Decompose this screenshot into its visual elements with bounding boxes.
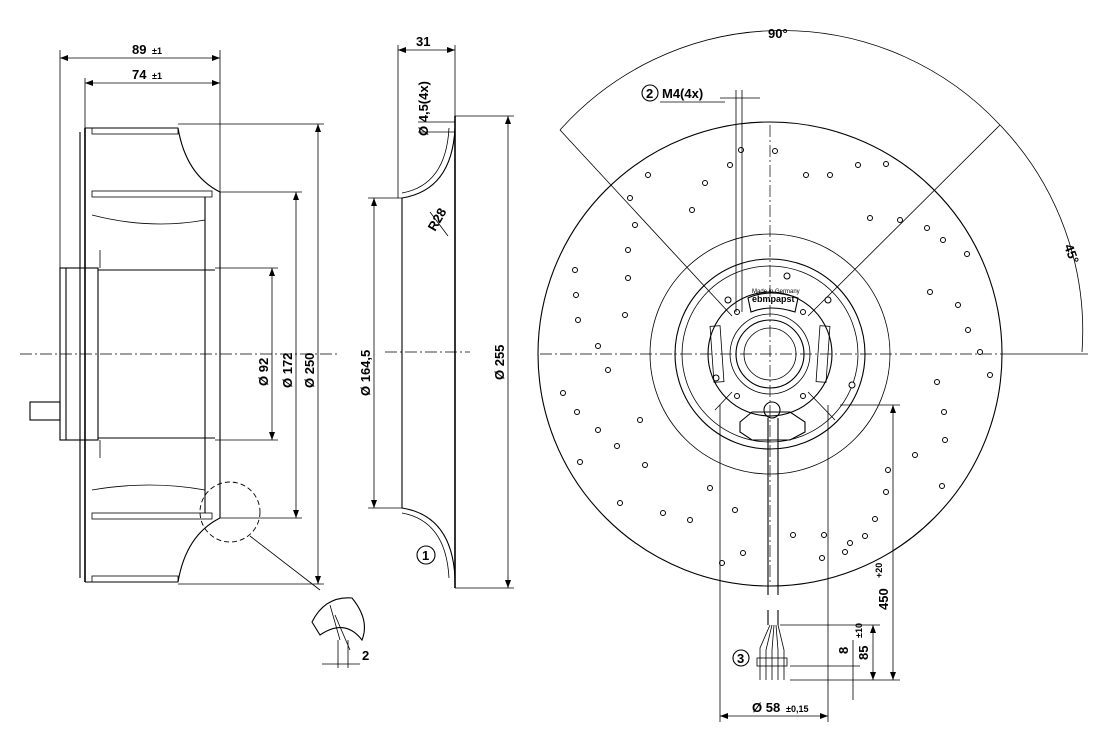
thread-m4: M4(4x) [662,86,703,101]
brand-label: ebmpapst [752,294,795,304]
gap-2-label: 2 [362,648,369,663]
hole-dia: Ø 4,5(4x) [416,81,431,136]
len-8: 8 [836,647,851,654]
callout-2: 2 [646,86,653,101]
dia-250: Ø 250 [302,353,317,388]
dim-89: 89 [132,42,146,57]
callout-3: 3 [737,651,744,666]
front-view: ebmpapst Made in Germany 90° 45° 2 M4(4x… [537,26,1088,722]
dim-89-tol: ±1 [152,46,162,56]
radius-r28: R28 [425,205,450,233]
dim-31: 31 [416,34,430,49]
blade-holes [560,147,993,566]
dia-172: Ø 172 [280,353,295,388]
dia-58: Ø 58 [752,700,780,715]
dia-255: Ø 255 [492,345,507,380]
origin-label: Made in Germany [752,289,800,295]
side-view: 2 89 ±1 74 ±1 Ø 92 Ø 172 Ø 250 [20,42,369,668]
dia-164-5: Ø 164,5 [358,350,373,396]
angle-90: 90° [768,26,788,41]
dia-92: Ø 92 [256,358,271,386]
cable-450-tol: +20 [874,563,884,578]
len-85: 85 [856,646,871,660]
dia-58-tol: ±0,15 [786,704,808,714]
angle-45: 45° [1061,242,1082,266]
len-85-tol: ±10 [854,623,864,638]
dim-74: 74 [132,67,147,82]
cable-450: 450 [876,588,891,610]
dim-74-tol: ±1 [152,71,162,81]
callout-1: 1 [422,548,429,563]
inlet-ring-view: 31 Ø 4,5(4x) R28 Ø 164,5 Ø 255 1 [358,34,514,589]
